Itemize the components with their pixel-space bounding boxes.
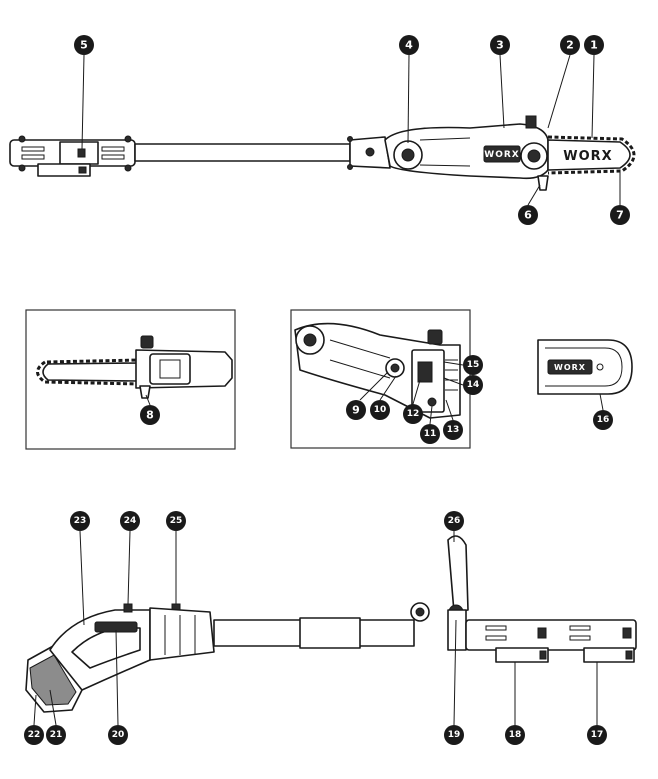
callout-11: 11 — [420, 424, 440, 444]
callout-25: 25 — [166, 511, 186, 531]
extension-pole — [134, 143, 351, 162]
svg-text:18: 18 — [509, 730, 522, 740]
svg-text:19: 19 — [448, 730, 461, 740]
detail-chain — [36, 358, 142, 386]
leader-lines — [33, 54, 621, 726]
callout-22: 22 — [24, 725, 44, 745]
svg-text:16: 16 — [597, 415, 610, 425]
callout-10: 10 — [370, 400, 390, 420]
bar-logo: WORX — [563, 149, 612, 164]
svg-text:26: 26 — [448, 516, 461, 526]
tube-lock-17 — [583, 647, 635, 663]
svg-text:24: 24 — [124, 516, 137, 526]
callout-8: 8 — [140, 405, 160, 425]
callout-24: 24 — [120, 511, 140, 531]
blade-scabbard: WORX — [537, 339, 633, 395]
svg-text:11: 11 — [424, 429, 437, 439]
detail-motor-side — [290, 309, 471, 449]
callout-5: 5 — [74, 35, 94, 55]
guide-bar — [547, 139, 631, 171]
svg-text:17: 17 — [591, 730, 604, 740]
svg-text:1: 1 — [590, 39, 598, 52]
callout-1: 1 — [584, 35, 604, 55]
detail-chain-cover — [25, 309, 236, 450]
callout-19: 19 — [444, 725, 464, 745]
svg-text:25: 25 — [170, 516, 183, 526]
lock-off-button — [123, 603, 133, 613]
detail-oil-cap — [140, 335, 154, 349]
svg-text:4: 4 — [405, 39, 413, 52]
callout-15: 15 — [463, 355, 483, 375]
callout-7: 7 — [610, 205, 630, 225]
bar-nut — [537, 175, 549, 191]
callout-13: 13 — [443, 420, 463, 440]
callout-4: 4 — [399, 35, 419, 55]
detail-frame-1 — [25, 309, 236, 450]
detail-guard-clip — [139, 385, 151, 399]
telescopic-tube — [465, 619, 637, 651]
oil-cap — [525, 115, 537, 129]
svg-text:14: 14 — [467, 380, 480, 390]
svg-text:7: 7 — [616, 209, 624, 222]
callout-21: 21 — [46, 725, 66, 745]
svg-text:12: 12 — [407, 409, 420, 419]
svg-text:20: 20 — [112, 730, 125, 740]
auxiliary-handle — [447, 535, 469, 613]
scabbard-logo: WORX — [554, 363, 586, 372]
svg-text:5: 5 — [80, 39, 88, 52]
callout-17: 17 — [587, 725, 607, 745]
callout-12: 12 — [403, 404, 423, 424]
svg-text:8: 8 — [146, 409, 154, 422]
handle-assembly — [25, 535, 637, 713]
callout-26: 26 — [444, 511, 464, 531]
collar-grip — [149, 607, 215, 661]
callout-23: 23 — [70, 511, 90, 531]
svg-text:6: 6 — [524, 209, 532, 222]
svg-text:9: 9 — [352, 404, 360, 417]
svg-text:10: 10 — [374, 405, 387, 415]
saw-chain — [547, 135, 636, 175]
svg-text:15: 15 — [467, 360, 480, 370]
svg-text:3: 3 — [496, 39, 504, 52]
callout-16: 16 — [593, 410, 613, 430]
callout-9: 9 — [346, 400, 366, 420]
svg-text:22: 22 — [28, 730, 41, 740]
svg-text:21: 21 — [50, 730, 63, 740]
svg-text:2: 2 — [566, 39, 574, 52]
callout-14: 14 — [463, 375, 483, 395]
callout-20: 20 — [108, 725, 128, 745]
tube-lock-18 — [495, 647, 549, 663]
pole-pruner-assembled: WORX WORX — [9, 115, 636, 191]
callout-6: 6 — [518, 205, 538, 225]
housing-logo: WORX — [484, 150, 519, 160]
lock-lever — [37, 163, 91, 177]
callout-3: 3 — [490, 35, 510, 55]
callout-2: 2 — [560, 35, 580, 55]
svg-text:23: 23 — [74, 516, 87, 526]
svg-text:13: 13 — [447, 425, 460, 435]
callout-18: 18 — [505, 725, 525, 745]
